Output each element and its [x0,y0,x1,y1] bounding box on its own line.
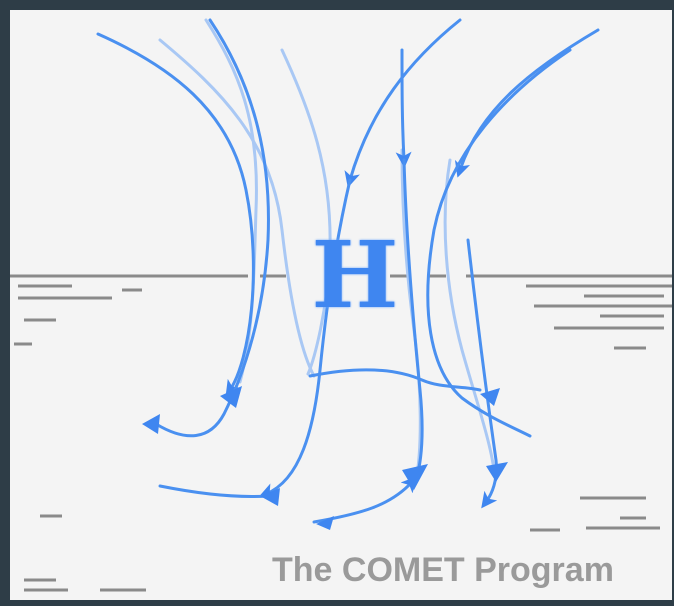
streamline-bottom-center [312,476,418,524]
streamline-left [154,18,270,438]
streamline-back [158,38,316,378]
streamline-bottom-right [466,238,498,509]
high-pressure-label: H [311,221,399,329]
ground-lines [10,274,672,592]
streamline-back [443,158,496,472]
streamline-down-center [258,178,352,499]
streamline-outer-left [96,32,255,397]
high-pressure-subsidence-diagram [10,18,672,592]
streamline-horizontal [308,368,482,392]
streamline-right [454,28,600,178]
streamline-right-outer [426,48,572,438]
arrowhead [402,464,428,490]
arrowhead [142,414,160,434]
arrowhead [480,388,500,406]
arrowhead [220,386,242,408]
front-streamlines [96,18,600,524]
arrowheads [142,386,508,530]
streamline-center [395,48,412,168]
arrowhead [316,516,334,530]
streamline-mid [402,158,424,482]
streamline-center-left [344,18,462,188]
streamline-bottom-left [158,484,270,499]
streamline-back [280,48,332,376]
arrowhead [486,462,508,482]
credit-text: The COMET Program [272,551,614,589]
arrowhead [260,488,280,506]
diagram-canvas: H The COMET Program [10,10,672,600]
